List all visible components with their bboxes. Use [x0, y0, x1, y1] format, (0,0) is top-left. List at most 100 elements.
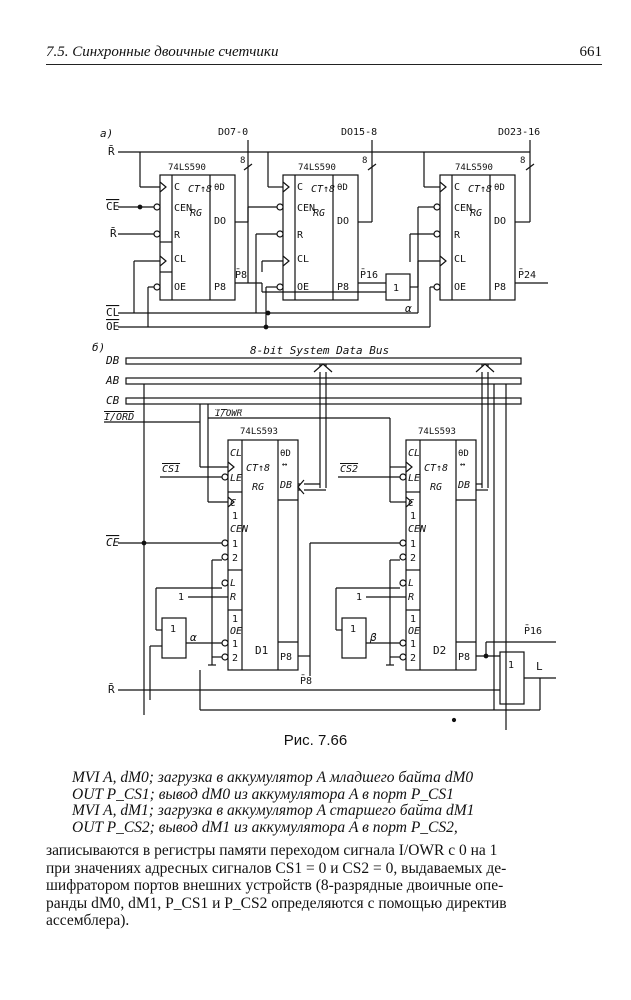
chip-a3-name: 74LS590	[455, 163, 493, 173]
section-title: 7.5. Синхронные двоичные счетчики	[46, 44, 279, 60]
pin-one-b: 1	[232, 539, 238, 550]
figure-caption: Рис. 7.66	[283, 732, 348, 749]
chip-d1-arrows: ↔	[282, 460, 288, 470]
chip-a1-rg: RG	[190, 208, 202, 219]
input-oe: OE	[106, 320, 119, 333]
chip-a2-name: 74LS590	[298, 163, 336, 173]
paragraph-line: шифратором портов внешних устройств (8-р…	[46, 877, 504, 894]
paragraph-line: при значениях адресных сигналов CS1 = 0 …	[46, 859, 507, 877]
chip-a2: 74LS590 C CEN R CL OE CT↑8 RG θD DO P8 8…	[276, 127, 386, 301]
chip-a2-theta: θD	[337, 183, 348, 193]
bus-ab-label: AB	[105, 374, 120, 387]
signal-ce-b: CE	[106, 536, 120, 549]
gate-alpha-label: 1	[170, 624, 176, 635]
code-line: OUT P_CS2; вывод dM1 из аккумулятора A в…	[72, 818, 458, 836]
bus-title: 8-bit System Data Bus	[250, 344, 389, 357]
pin-oe: OE	[454, 282, 466, 293]
pin-oe: OE	[230, 626, 242, 637]
pin-one: 1	[410, 511, 416, 522]
signal-iord: I/ORD	[104, 412, 134, 423]
gate-alpha-name: α	[190, 631, 197, 644]
input-ce: CE	[106, 200, 119, 213]
pin-one-b: 1	[410, 539, 416, 550]
signal-cs1: CS1	[162, 464, 180, 475]
signal-one-d2: 1	[356, 592, 362, 603]
chip-d2-ct: CT↑8	[424, 463, 448, 474]
pin-cl: CL	[230, 448, 242, 459]
gate-beta: 1 β	[335, 587, 400, 659]
bus-width-a3: 8	[520, 156, 525, 166]
chip-a1-theta: θD	[214, 183, 225, 193]
pin-cl: CL	[454, 254, 466, 265]
chip-d1-rg: RG	[252, 482, 264, 493]
code-block: MVI A, dM0; загрузка в аккумулятор A мла…	[72, 769, 475, 836]
chip-d1-db: DB	[279, 480, 292, 491]
chip-a2-ct: CT↑8	[311, 184, 335, 195]
chip-d1: 74LS593 CL LE C 1 CEN 1 2 L R 1 OE 1 2 C…	[221, 427, 299, 671]
paragraph-line: ранды dM0, dM1, P_CS1 и P_CS2 определяют…	[46, 894, 507, 912]
gate-alpha-a: 1 α	[261, 207, 419, 315]
chip-a3-rg: RG	[470, 208, 482, 219]
chip-d2-rg: RG	[430, 482, 442, 493]
pin-cl: CL	[174, 254, 186, 265]
output-p16-b: P̄16	[524, 624, 542, 637]
output-l: L	[536, 660, 543, 673]
pin-two-b: 2	[232, 653, 238, 664]
figure-a-label: а)	[100, 127, 113, 140]
gate-beta-name: β	[369, 631, 377, 644]
chip-a3: 74LS590 C CEN R CL OE CT↑8 RG θD DO P8 8…	[433, 127, 548, 301]
chip-d2-theta: θD	[458, 449, 469, 459]
bus-db-label: DB	[105, 354, 120, 367]
chip-d2: 74LS593 CL LE C 1 CEN 1 2 L R 1 OE 1 2 C…	[399, 427, 477, 671]
figure-b-label: б)	[92, 341, 105, 354]
pin-r: R	[230, 592, 236, 603]
body-paragraph: записываются в регистры памяти переходом…	[46, 842, 602, 930]
chip-d2-name: 74LS593	[418, 427, 456, 437]
pin-cen: CEN	[454, 203, 472, 214]
chip-a1-ct: CT↑8	[188, 184, 212, 195]
gate-beta-label: 1	[350, 624, 356, 635]
chip-a1-name: 74LS590	[168, 163, 206, 173]
gate-or-final: 1 P̄16 L	[199, 624, 556, 711]
pin-one-c: 1	[232, 614, 238, 625]
pin-r: R	[174, 230, 181, 241]
paragraph-line: ассемблера).	[46, 912, 130, 929]
pin-one: 1	[232, 511, 238, 522]
pin-oe: OE	[174, 282, 186, 293]
code-line: MVI A, dM0; загрузка в аккумулятор A мла…	[72, 769, 474, 786]
chip-d1-name: 74LS593	[240, 427, 278, 437]
signal-cs2: CS2	[340, 464, 358, 475]
bus-width-a1: 8	[240, 156, 245, 166]
input-cl: CL	[106, 306, 120, 319]
chip-a2-do: DO	[337, 216, 349, 227]
carry-p24: P̄24	[518, 268, 536, 281]
chip-a2-rg: RG	[313, 208, 325, 219]
bus-cb-label: CB	[106, 394, 120, 407]
pin-cen: CEN	[174, 203, 192, 214]
chip-d1-label: D1	[255, 644, 268, 657]
signal-iowr: I/OWR	[215, 409, 243, 419]
pin-oe: OE	[408, 626, 420, 637]
chip-a3-p8: P8	[494, 282, 506, 293]
chip-d2-db: DB	[457, 480, 470, 491]
signal-one-d1: 1	[178, 592, 184, 603]
chip-d2-label: D2	[433, 644, 446, 657]
pin-le: LE	[408, 473, 420, 484]
figure-a: а) R̄ CE R̄ CL OE 74LS590 C CEN R CL OE …	[100, 127, 548, 333]
gate-label: 1	[393, 283, 399, 294]
code-line: MVI A, dM1; загрузка в аккумулятор A ста…	[72, 802, 475, 819]
circuit-figure: а) R̄ CE R̄ CL OE 74LS590 C CEN R CL OE …	[92, 127, 556, 730]
pin-cen: CEN	[230, 524, 249, 535]
chip-a3-theta: θD	[494, 183, 505, 193]
page-number: 661	[579, 44, 603, 60]
signal-r-b: R̄	[108, 683, 115, 696]
chip-d2-arrows: ↔	[460, 460, 466, 470]
output-do-7-0: DO7-0	[218, 127, 248, 138]
chip-a2-p8: P8	[337, 282, 349, 293]
chip-d2-p8: P8	[458, 652, 470, 663]
chip-a3-do: DO	[494, 216, 506, 227]
code-line: OUT P_CS1; вывод dM0 из аккумулятора A в…	[72, 785, 454, 803]
pin-r: R	[408, 592, 414, 603]
output-do-15-8: DO15-8	[341, 127, 377, 138]
paragraph-line: записываются в регистры памяти переходом…	[46, 842, 498, 859]
